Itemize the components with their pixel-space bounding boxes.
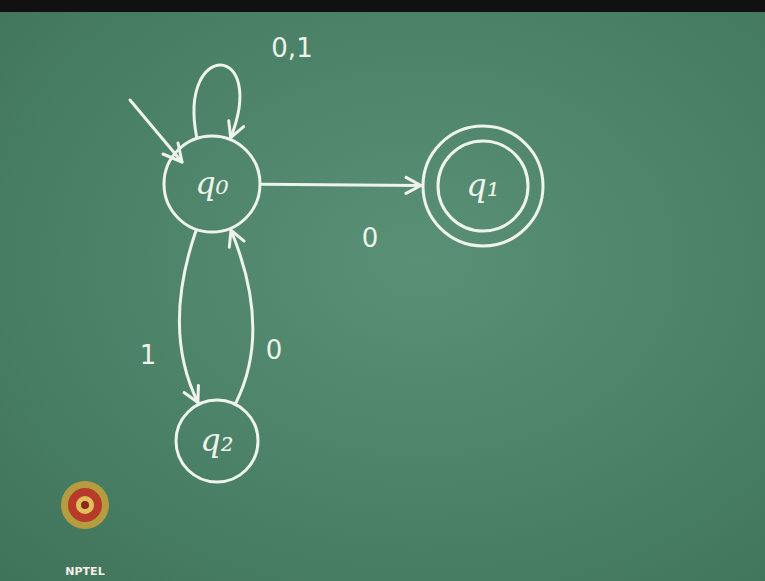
watermark-text: NPTEL [65, 566, 104, 578]
transition-arrow [262, 177, 421, 193]
transition-symbol: 1 [137, 341, 160, 370]
state-name: q₂ [200, 423, 233, 458]
transition-arrow [229, 230, 253, 402]
transition-symbol: 0 [359, 224, 382, 253]
state-circle: q₀ [162, 134, 262, 234]
state-circle: q₂ [174, 398, 260, 484]
transition-symbol: 0,1 [268, 34, 315, 63]
state-name: q₀ [195, 166, 228, 201]
top-frame [0, 0, 765, 12]
transition-symbol: 0 [263, 336, 286, 365]
state-name: q₁ [466, 168, 499, 203]
nptel-logo [61, 481, 109, 529]
transition-arrow [179, 231, 198, 402]
transition-arrow [194, 65, 244, 138]
accept-state: q₁ [421, 124, 545, 248]
